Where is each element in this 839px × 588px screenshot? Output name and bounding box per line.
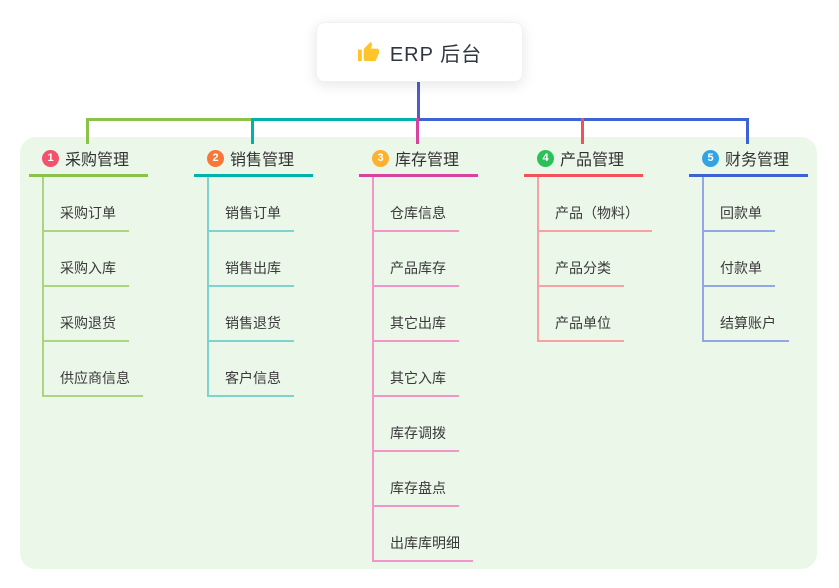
child-node[interactable]: 库存盘点	[374, 478, 459, 507]
child-row: 采购退货	[44, 287, 148, 342]
branch-drop-line	[86, 118, 89, 144]
connector-horizontal-segment	[86, 118, 254, 121]
child-node[interactable]: 采购退货	[44, 313, 129, 342]
connector-horizontal-segment	[251, 118, 419, 121]
child-node[interactable]: 客户信息	[209, 368, 294, 397]
child-row: 客户信息	[209, 342, 313, 397]
branch-label: 产品管理	[560, 152, 625, 169]
branch-children-group: 产品（物料） 产品分类产品单位	[537, 177, 652, 342]
child-row: 供应商信息	[44, 342, 148, 397]
thumbs-up-path	[357, 41, 379, 61]
child-node[interactable]: 库存调拨	[374, 423, 459, 452]
branch-title-node[interactable]: 1 采购管理	[29, 147, 148, 177]
child-row: 其它入库	[374, 342, 478, 397]
branch-number-badge: 4	[537, 149, 554, 167]
child-row: 结算账户	[704, 287, 808, 342]
child-row: 付款单	[704, 232, 808, 287]
child-node[interactable]: 采购入库	[44, 258, 129, 287]
branch-number-badge: 1	[42, 149, 59, 167]
child-node[interactable]: 仓库信息	[374, 203, 459, 232]
branch-children-group: 仓库信息产品库存其它出库其它入库库存调拨库存盘点出库库明细	[372, 177, 478, 562]
child-node[interactable]: 销售订单	[209, 203, 294, 232]
branch-children-group: 采购订单采购入库采购退货供应商信息	[42, 177, 148, 397]
child-row: 产品分类	[539, 232, 652, 287]
branch-children-group: 销售订单销售出库销售退货客户信息	[207, 177, 313, 397]
child-node[interactable]: 产品分类	[539, 258, 624, 287]
child-node[interactable]: 其它出库	[374, 313, 459, 342]
child-row: 其它出库	[374, 287, 478, 342]
child-node[interactable]: 付款单	[704, 258, 775, 287]
branch-drop-line	[746, 118, 749, 144]
branches-panel	[20, 137, 817, 569]
branch-number-badge: 2	[207, 149, 224, 167]
child-row: 出库库明细	[374, 507, 478, 562]
branch-label: 销售管理	[230, 152, 295, 169]
child-node[interactable]: 供应商信息	[44, 368, 143, 397]
branch-2: 2 销售管理销售订单销售出库销售退货客户信息	[194, 147, 313, 397]
child-row: 仓库信息	[374, 177, 478, 232]
root-node-erp[interactable]: ERP 后台	[316, 22, 523, 82]
child-node[interactable]: 产品（物料）	[539, 203, 652, 232]
branch-drop-line	[581, 118, 584, 144]
branch-drop-line	[416, 118, 419, 144]
branch-title-node[interactable]: 4 产品管理	[524, 147, 643, 177]
branch-label: 财务管理	[725, 152, 790, 169]
child-row: 产品单位	[539, 287, 652, 342]
child-node[interactable]: 销售退货	[209, 313, 294, 342]
child-row: 销售出库	[209, 232, 313, 287]
child-node[interactable]: 产品库存	[374, 258, 459, 287]
child-node[interactable]: 其它入库	[374, 368, 459, 397]
child-row: 产品库存	[374, 232, 478, 287]
root-stem-line	[417, 82, 420, 120]
branch-children-group: 回款单付款单结算账户	[702, 177, 808, 342]
branch-1: 1 采购管理采购订单采购入库采购退货供应商信息	[29, 147, 148, 397]
child-row: 库存盘点	[374, 452, 478, 507]
branch-title-node[interactable]: 2 销售管理	[194, 147, 313, 177]
child-row: 回款单	[704, 177, 808, 232]
root-node-label: ERP 后台	[389, 43, 483, 66]
branch-title-node[interactable]: 5 财务管理	[689, 147, 808, 177]
child-node[interactable]: 回款单	[704, 203, 775, 232]
branch-label: 库存管理	[395, 152, 460, 169]
branch-3: 3 库存管理仓库信息产品库存其它出库其它入库库存调拨库存盘点出库库明细	[359, 147, 478, 562]
branch-number-badge: 5	[702, 149, 719, 167]
child-node[interactable]: 结算账户	[704, 313, 789, 342]
child-row: 销售退货	[209, 287, 313, 342]
branch-label: 采购管理	[65, 152, 130, 169]
child-node[interactable]: 销售出库	[209, 258, 294, 287]
branch-title-node[interactable]: 3 库存管理	[359, 147, 478, 177]
branch-drop-line	[251, 118, 254, 144]
child-row: 产品（物料）	[539, 177, 652, 232]
branch-5: 5 财务管理回款单付款单结算账户	[689, 147, 808, 342]
child-row: 库存调拨	[374, 397, 478, 452]
child-node[interactable]: 采购订单	[44, 203, 129, 232]
child-row: 采购入库	[44, 232, 148, 287]
branch-4: 4 产品管理产品（物料） 产品分类产品单位	[524, 147, 652, 342]
thumbs-up-icon	[357, 41, 379, 61]
branch-number-badge: 3	[372, 149, 389, 167]
child-node[interactable]: 出库库明细	[374, 533, 473, 562]
child-row: 销售订单	[209, 177, 313, 232]
child-node[interactable]: 产品单位	[539, 313, 624, 342]
child-row: 采购订单	[44, 177, 148, 232]
